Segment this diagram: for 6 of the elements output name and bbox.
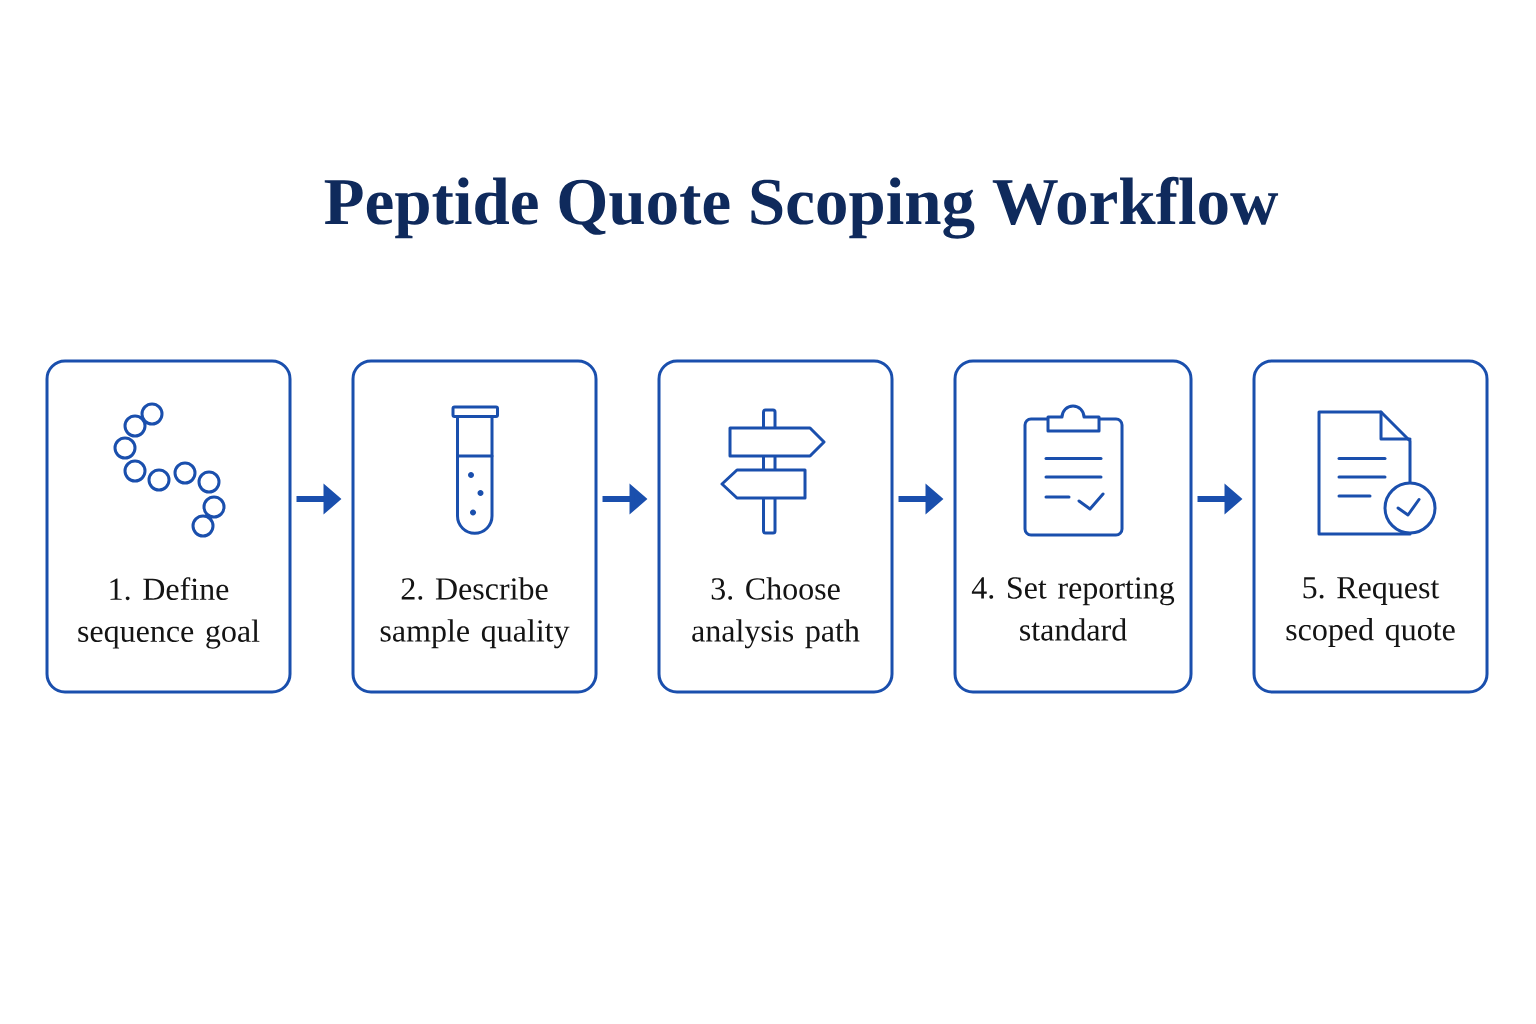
step-box: 1. Define sequence goal (45, 359, 292, 694)
step-box: 4. Set reporting standard (953, 359, 1193, 694)
step-box: 3. Choose analysis path (657, 359, 894, 694)
step-box: 2. Describe sample quality (351, 359, 598, 694)
step-box: 5. Request scoped quote (1252, 359, 1489, 694)
title: Peptide Quote Scoping Workflow (324, 176, 1279, 239)
